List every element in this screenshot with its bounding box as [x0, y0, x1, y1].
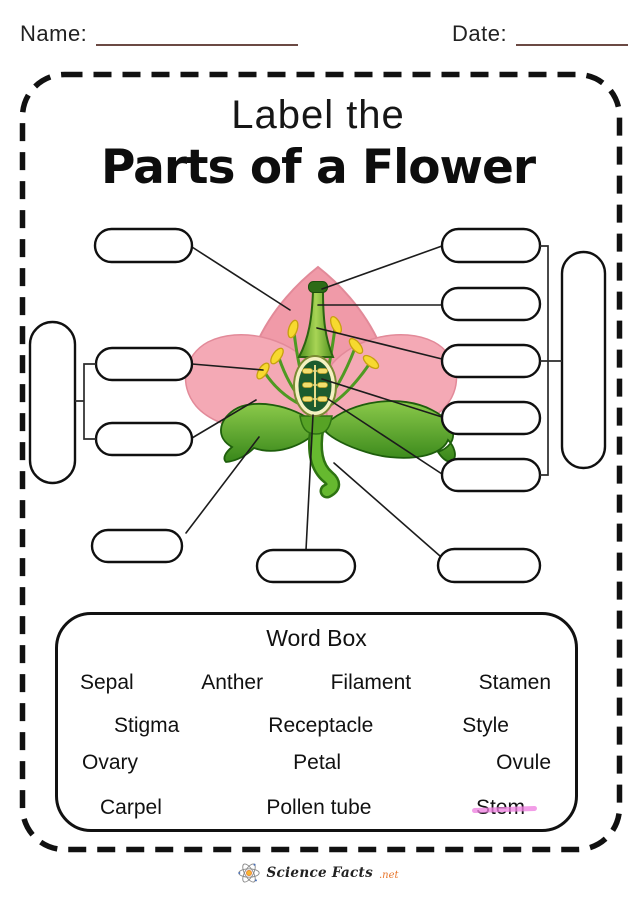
date-write-line[interactable] — [516, 44, 628, 46]
word-ovary: Ovary — [82, 751, 139, 774]
pointer-line-filament — [191, 399, 257, 439]
label-blank-right-2[interactable] — [440, 286, 542, 322]
pointer-line-anther-right — [316, 327, 443, 360]
word-anther: Anther — [201, 671, 264, 694]
word-carpel: Carpel — [100, 796, 162, 819]
word-stamen: Stamen — [478, 671, 551, 694]
pointer-lines — [185, 245, 443, 557]
word-box-row-3: Ovary Petal Ovule — [58, 751, 575, 775]
label-blank-bottom-left[interactable] — [90, 528, 184, 564]
word-petal: Petal — [293, 751, 342, 774]
word-box-row-2: Stigma Receptacle Style — [58, 714, 575, 738]
bracket-right — [540, 245, 562, 476]
flower-ovary — [293, 355, 337, 417]
atom-icon — [238, 863, 261, 883]
label-blank-right-3[interactable] — [440, 343, 542, 379]
label-blank-left-2[interactable] — [94, 421, 194, 457]
pointer-line-petal — [191, 246, 291, 311]
pointer-line-anther-left — [191, 363, 264, 371]
flower-receptacle — [299, 415, 333, 435]
brand-name: Science Facts — [266, 865, 373, 881]
word-style: Style — [462, 714, 509, 737]
footer-brand: Science Facts .net — [0, 861, 636, 885]
word-box-title: Word Box — [266, 625, 367, 651]
word-filament: Filament — [330, 671, 412, 694]
label-blank-bottom-center[interactable] — [255, 548, 357, 584]
word-box-row-1: Sepal Anther Filament Stamen — [58, 671, 575, 695]
flower-anthers — [256, 316, 380, 380]
label-blank-right-5[interactable] — [440, 457, 542, 493]
label-blank-right-group[interactable] — [560, 250, 607, 470]
pointer-line-receptacle — [305, 414, 314, 551]
label-blank-left-group[interactable] — [28, 320, 77, 485]
pointer-line-sepal — [185, 436, 260, 534]
flower-stigma — [308, 281, 328, 293]
label-blank-top-left[interactable] — [93, 227, 194, 264]
flower-diagram — [28, 227, 607, 584]
pointer-line-stem — [333, 462, 441, 557]
word-pollen-tube: Pollen tube — [266, 796, 372, 819]
label-blank-right-1[interactable] — [440, 227, 542, 264]
flower-ovules — [302, 368, 328, 402]
date-label: Date: — [452, 21, 508, 46]
word-sepal: Sepal — [80, 671, 134, 694]
pointer-line-ovule — [321, 378, 443, 418]
bracket-left — [75, 363, 96, 440]
title-line1: Label the — [231, 93, 405, 137]
flower-stem — [307, 420, 341, 499]
word-box: Word Box Sepal Anther Filament Stamen St… — [55, 612, 578, 832]
pointer-line-stigma — [321, 245, 443, 290]
brand-suffix: .net — [379, 869, 399, 881]
word-receptacle: Receptacle — [268, 714, 374, 737]
label-blank-bottom-right[interactable] — [436, 547, 542, 584]
word-ovule: Ovule — [496, 751, 551, 774]
name-write-line[interactable] — [96, 44, 298, 46]
flower-style — [297, 290, 335, 358]
pointer-line-ovary — [327, 398, 443, 475]
label-blank-left-1[interactable] — [94, 346, 194, 382]
word-stem: Stem — [471, 796, 538, 820]
word-box-row-4: Carpel Pollen tube Stem — [58, 796, 575, 820]
word-stigma: Stigma — [114, 714, 180, 737]
name-label: Name: — [20, 21, 88, 46]
label-blank-right-4[interactable] — [440, 400, 542, 436]
page-title: Parts of a Flower — [100, 140, 536, 195]
